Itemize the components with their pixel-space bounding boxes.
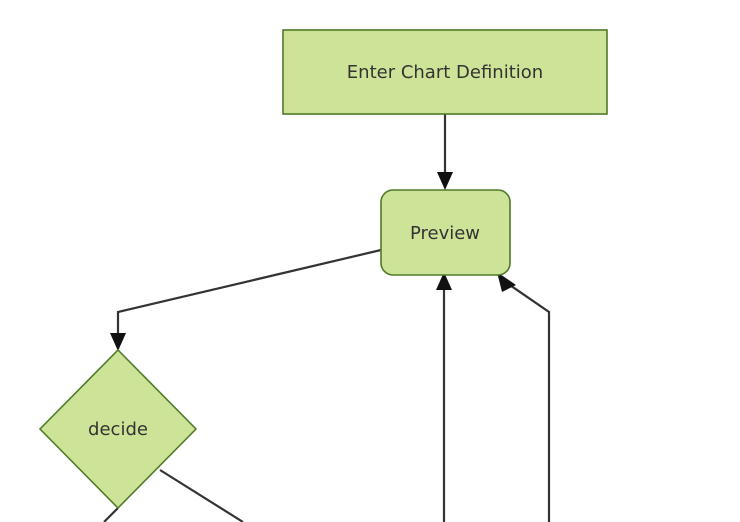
node-enter-chart-definition[interactable]: Enter Chart Definition <box>282 29 608 115</box>
node-preview-shape <box>380 189 511 276</box>
node-decide-shape <box>38 348 198 510</box>
arrowhead-bottom-right-to-preview <box>497 272 516 292</box>
edge-decide-right-out[interactable] <box>159 469 244 522</box>
node-decide[interactable]: decide <box>38 348 198 510</box>
node-enter-chart-definition-shape <box>282 29 608 115</box>
arrowhead-preview-to-decide <box>110 333 126 351</box>
edge-bottom-right-to-preview[interactable] <box>503 280 551 522</box>
edge-group <box>103 114 551 522</box>
edge-decide-bottom-out[interactable] <box>103 507 119 522</box>
node-preview[interactable]: Preview <box>380 189 511 276</box>
edge-preview-to-decide[interactable] <box>116 248 382 343</box>
arrowhead-bottom-center-to-preview <box>436 272 452 290</box>
arrowhead-enter-to-preview <box>437 172 453 190</box>
